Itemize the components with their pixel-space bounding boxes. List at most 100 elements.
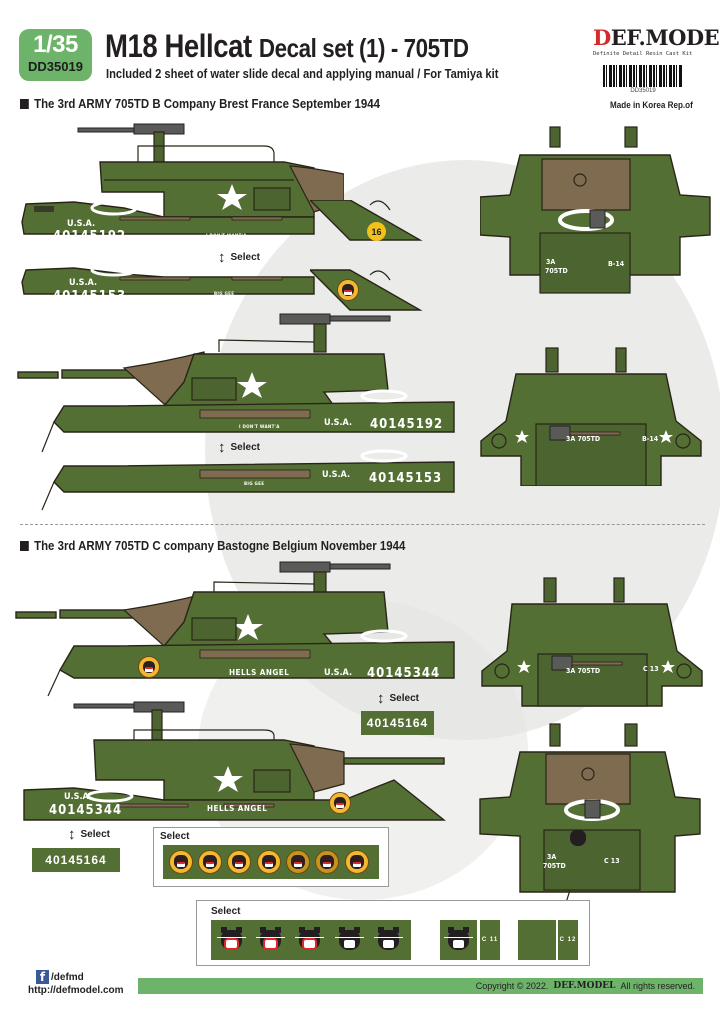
front-unit: 3A 705TD xyxy=(566,435,601,443)
panther-emblem-1[interactable] xyxy=(169,850,193,874)
scale-label: 1/35 xyxy=(33,31,78,58)
panther-head-6[interactable] xyxy=(444,927,473,953)
hull-number: 40145192 xyxy=(53,229,127,244)
hull-usa-alt: U.S.A. xyxy=(69,278,98,288)
panther-head-4[interactable] xyxy=(335,927,364,953)
hull-nickname: I DON'T WANT'A xyxy=(206,234,247,239)
hull-nickname-c-left: HELLS ANGEL xyxy=(207,804,268,813)
hull-number-right: 40145192 xyxy=(370,417,444,432)
panther-emblem-7[interactable] xyxy=(345,850,369,874)
panther-strip xyxy=(211,920,411,960)
select-label: Select xyxy=(230,252,260,263)
hull-usa-right-alt: U.S.A. xyxy=(322,470,351,480)
panther-head-3[interactable] xyxy=(295,927,324,953)
section-title-c-company: The 3rd ARMY 705TD C company Bastogne Be… xyxy=(20,538,405,553)
hull-number-alt: 40145153 xyxy=(53,289,127,304)
front-tactical-c: C 13 xyxy=(643,665,659,673)
panel-label: Select xyxy=(160,831,190,842)
facebook-link[interactable]: f /defmd xyxy=(36,970,84,984)
page-title: M18 Hellcat Decal set (1) - 705TD xyxy=(105,28,469,65)
select-label: Select xyxy=(230,442,260,453)
select-hint: ↕ Select xyxy=(218,248,260,266)
section-divider xyxy=(20,524,705,525)
panther-emblem-2[interactable] xyxy=(198,850,222,874)
blank-strip xyxy=(518,920,556,960)
hull-usa-c-left: U.S.A. xyxy=(64,792,93,802)
hull-number-c-left: 40145344 xyxy=(49,803,123,818)
panther-select-panel: Select C 11 C 12 xyxy=(196,900,590,966)
title-sub: Decal set (1) - 705TD xyxy=(258,33,469,63)
panther-head-decal xyxy=(567,828,589,848)
panther-emblem xyxy=(337,279,359,301)
rear-unit-c: 3A xyxy=(547,853,557,861)
hull-usa-right: U.S.A. xyxy=(324,418,353,428)
hull-nickname-c: HELLS ANGEL xyxy=(229,668,290,677)
panther-emblem-5[interactable] xyxy=(286,850,310,874)
rear-unit2: 705TD xyxy=(545,267,568,275)
rear-unit: 3A xyxy=(546,258,556,266)
panther-emblem xyxy=(329,792,351,814)
tactical-tag-c11[interactable]: C 11 xyxy=(480,920,500,960)
brand-logo: DEF.MODEL xyxy=(593,27,720,49)
facebook-handle: /defmd xyxy=(51,971,84,983)
up-down-arrow-icon: ↕ xyxy=(68,825,76,843)
brand-tagline: Definite Detail Resin Cast Kit xyxy=(593,51,693,57)
panel-label: Select xyxy=(211,906,241,917)
title-main: M18 Hellcat xyxy=(105,28,252,64)
hull-nickname-alt: BIG GEE xyxy=(214,292,235,297)
hellcat-right-profile-b xyxy=(17,313,455,511)
barcode-number: DD35019 xyxy=(630,88,656,94)
hull-nickname-right: I DON'T WANT'A xyxy=(239,425,280,430)
select-label: Select xyxy=(389,693,419,704)
front-unit-c: 3A 705TD xyxy=(566,667,601,675)
panther-emblem xyxy=(138,656,160,678)
hull-number-right-alt: 40145153 xyxy=(369,471,443,486)
copyright-suffix: All rights reserved. xyxy=(620,981,695,991)
emblem-select-panel: Select xyxy=(153,827,389,887)
select-hint: ↕ Select xyxy=(377,689,419,707)
made-in-label: Made in Korea Rep.of xyxy=(610,100,693,110)
turret-number-badge: 16 xyxy=(367,222,386,241)
hellcat-rear-view-c xyxy=(479,723,701,902)
section-title-text: The 3rd ARMY 705TD C company Bastogne Be… xyxy=(34,538,406,553)
alt-number-decal: 40145164 xyxy=(32,848,120,872)
hellcat-front-view-b xyxy=(480,347,702,486)
select-label: Select xyxy=(80,829,110,840)
hellcat-rear-view-b xyxy=(480,126,711,294)
panther-emblem-4[interactable] xyxy=(257,850,281,874)
section-title-b-company: The 3rd ARMY 705TD B Company Brest Franc… xyxy=(20,96,380,111)
hull-front-slope-b xyxy=(310,200,423,311)
front-tactical: B-14 xyxy=(642,435,659,443)
section-title-text: The 3rd ARMY 705TD B Company Brest Franc… xyxy=(34,96,380,111)
panther-head-5[interactable] xyxy=(374,927,403,953)
emblem-strip xyxy=(163,845,379,879)
barcode-icon xyxy=(603,65,683,87)
copyright-brand: DEF.MODEL xyxy=(553,981,616,991)
select-hint: ↕ Select xyxy=(218,438,260,456)
website-link[interactable]: http://defmodel.com xyxy=(28,985,124,996)
product-code: DD35019 xyxy=(28,59,83,74)
panther-single-strip xyxy=(440,920,477,960)
hull-nickname-right-alt: BIG GEE xyxy=(244,482,265,487)
scale-badge: 1/35 DD35019 xyxy=(19,29,92,81)
subtitle: Included 2 sheet of water slide decal an… xyxy=(106,66,499,81)
panther-emblem-3[interactable] xyxy=(227,850,251,874)
up-down-arrow-icon: ↕ xyxy=(377,689,385,707)
facebook-icon: f xyxy=(36,970,49,984)
hull-number-c: 40145344 xyxy=(367,666,441,681)
footer-bar: Copyright © 2022. DEF.MODEL All rights r… xyxy=(138,978,703,994)
copyright-prefix: Copyright © 2022. xyxy=(475,981,549,991)
square-bullet-icon xyxy=(20,540,29,551)
tactical-tag-c12[interactable]: C 12 xyxy=(558,920,578,960)
up-down-arrow-icon: ↕ xyxy=(218,438,226,456)
select-hint: ↕ Select xyxy=(68,825,110,843)
up-down-arrow-icon: ↕ xyxy=(218,248,226,266)
panther-head-1[interactable] xyxy=(217,927,246,953)
panther-head-2[interactable] xyxy=(256,927,285,953)
brand-block: DEF.MODEL Definite Detail Resin Cast Kit… xyxy=(593,27,720,111)
alt-number-decal: 40145164 xyxy=(361,711,434,735)
hull-usa-c: U.S.A. xyxy=(324,668,353,678)
panther-emblem-6[interactable] xyxy=(315,850,339,874)
rear-tactical: B-14 xyxy=(608,260,625,268)
hellcat-front-view-c xyxy=(481,577,703,707)
